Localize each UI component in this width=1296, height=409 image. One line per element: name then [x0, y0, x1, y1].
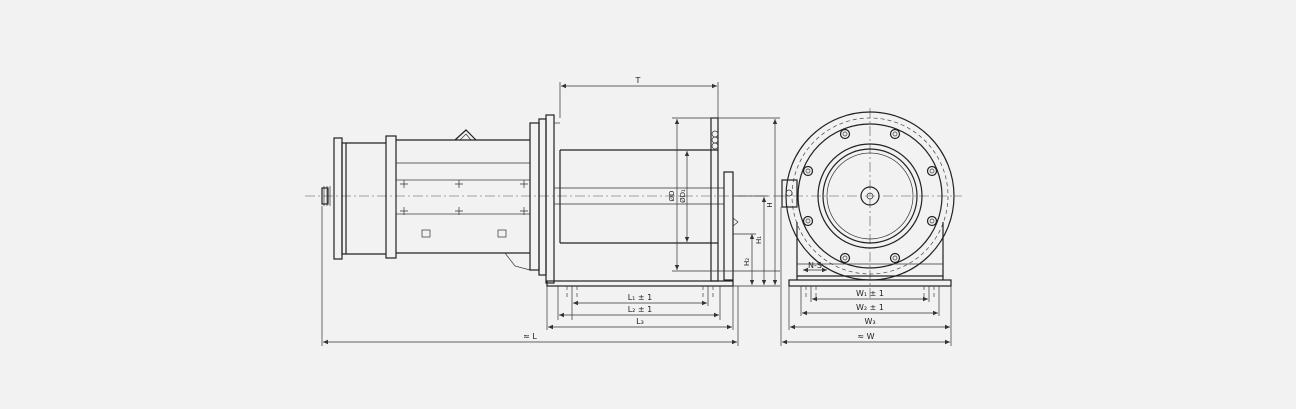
end-housing: [781, 111, 955, 297]
outboard-bearing: [723, 171, 739, 281]
dim-label-D1: ØD₁: [679, 189, 687, 203]
end-view: N-S W₁ ± 1 W₂ ± 1 W₃ ≈ W: [775, 108, 962, 346]
dimension-lengths: L₁ ± 1 L₂ ± 1 L₃ ≈ L: [321, 206, 739, 346]
dim-label-H: H: [766, 202, 774, 207]
side-view: T ØD ØD₁ H H₁ H₂: [305, 76, 790, 346]
shaft-coupling: [321, 186, 331, 206]
motor-flange: [385, 135, 397, 259]
drum-side-flange: [529, 114, 560, 284]
dimension-N: N-S: [803, 261, 827, 273]
dim-label-W2: W₂ ± 1: [856, 303, 884, 312]
dim-label-L: ≈ L: [523, 332, 537, 341]
dim-label-L2: L₂ ± 1: [628, 305, 653, 314]
dimension-T: T: [559, 76, 719, 118]
gearbox-housing: [395, 129, 531, 271]
dim-label-L3: L₃: [636, 317, 644, 326]
dimension-widths: W₁ ± 1 W₂ ± 1 W₃ ≈ W: [780, 207, 952, 346]
base-frame: [546, 280, 734, 298]
dim-label-T: T: [635, 76, 641, 85]
dimension-heights: H H₁ H₂: [733, 119, 780, 287]
bolt-holes: [802, 128, 938, 264]
motor-end-cap: [333, 137, 386, 260]
dim-label-H2: H₂: [743, 258, 751, 266]
dim-label-D: ØD: [668, 191, 676, 202]
dim-label-W: ≈ W: [857, 332, 874, 341]
winch-drum: [554, 149, 724, 244]
dim-label-W3: W₃: [864, 317, 875, 326]
dim-label-W1: W₁ ± 1: [856, 289, 884, 298]
drum-end-flange: [710, 117, 719, 282]
dim-label-N: N-S: [808, 261, 822, 270]
dim-label-L1: L₁ ± 1: [628, 293, 653, 302]
drum-end-rings: [817, 143, 923, 249]
dim-label-H1: H₁: [755, 236, 763, 244]
